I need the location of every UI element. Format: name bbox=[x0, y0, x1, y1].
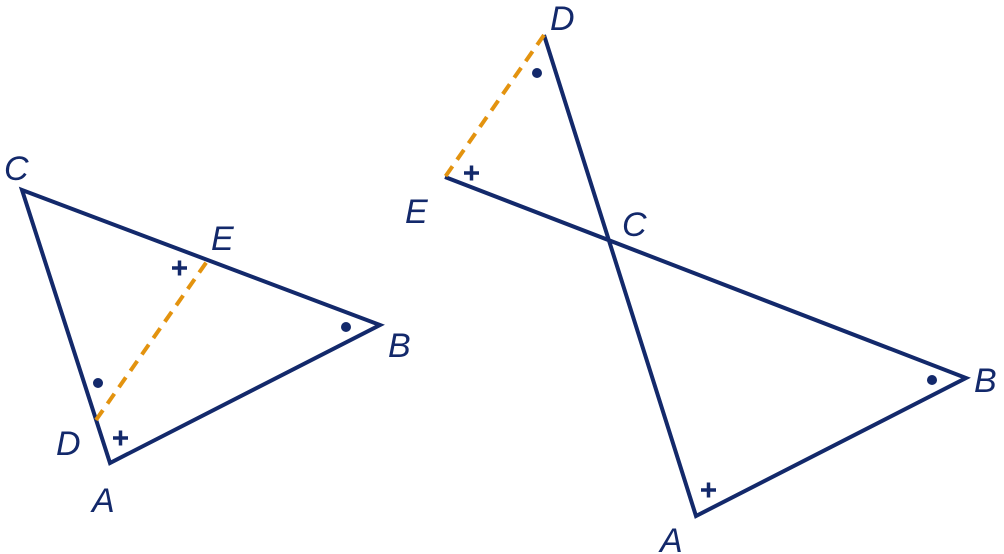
angle-marker-dot-b bbox=[927, 375, 937, 385]
angle-marker-dot-d bbox=[93, 378, 103, 388]
label-a: A bbox=[658, 522, 683, 554]
right-figure: D E C B A bbox=[405, 0, 997, 554]
label-e: E bbox=[211, 220, 234, 258]
angle-marker-dot-d bbox=[532, 68, 542, 78]
label-d: D bbox=[550, 0, 575, 38]
label-b: B bbox=[388, 327, 411, 365]
angle-marker-plus-e bbox=[464, 165, 479, 181]
segment-de-right bbox=[443, 33, 546, 179]
label-e: E bbox=[405, 193, 428, 231]
label-b: B bbox=[974, 362, 997, 400]
triangle-abc-left bbox=[18, 186, 385, 466]
segment-de-left bbox=[94, 258, 210, 422]
label-a: A bbox=[90, 482, 115, 520]
label-c: C bbox=[622, 206, 647, 244]
angle-marker-plus-e bbox=[172, 260, 187, 276]
triangles-abc-dce-right bbox=[444, 34, 971, 519]
angle-marker-dot-b bbox=[341, 322, 351, 332]
angle-marker-plus-a bbox=[113, 430, 128, 446]
left-figure: C E B D A bbox=[4, 150, 411, 520]
label-d: D bbox=[56, 425, 81, 463]
angle-marker-plus-a bbox=[701, 482, 716, 498]
label-c: C bbox=[4, 150, 29, 188]
